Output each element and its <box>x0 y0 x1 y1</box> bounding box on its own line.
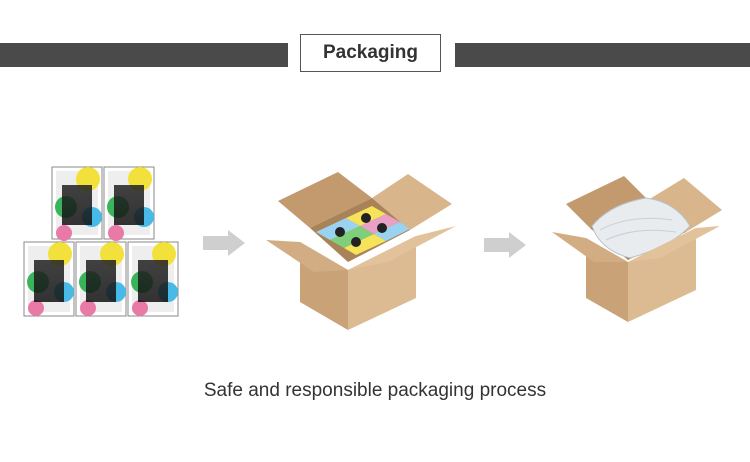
section-title: Packaging <box>300 34 441 72</box>
product-boxes-stack <box>23 166 179 317</box>
header-bar-right <box>455 43 750 67</box>
open-box-with-products <box>266 172 456 330</box>
product-box <box>23 241 75 317</box>
product-box <box>75 241 127 317</box>
right-arrow-icon <box>203 230 245 256</box>
open-box-with-bubble-wrap <box>552 176 722 322</box>
product-box <box>103 166 155 241</box>
right-arrow-icon <box>484 232 526 258</box>
product-box <box>51 166 103 241</box>
product-box <box>127 241 179 317</box>
caption-text: Safe and responsible packaging process <box>203 380 547 401</box>
header-bar-left <box>0 43 288 67</box>
